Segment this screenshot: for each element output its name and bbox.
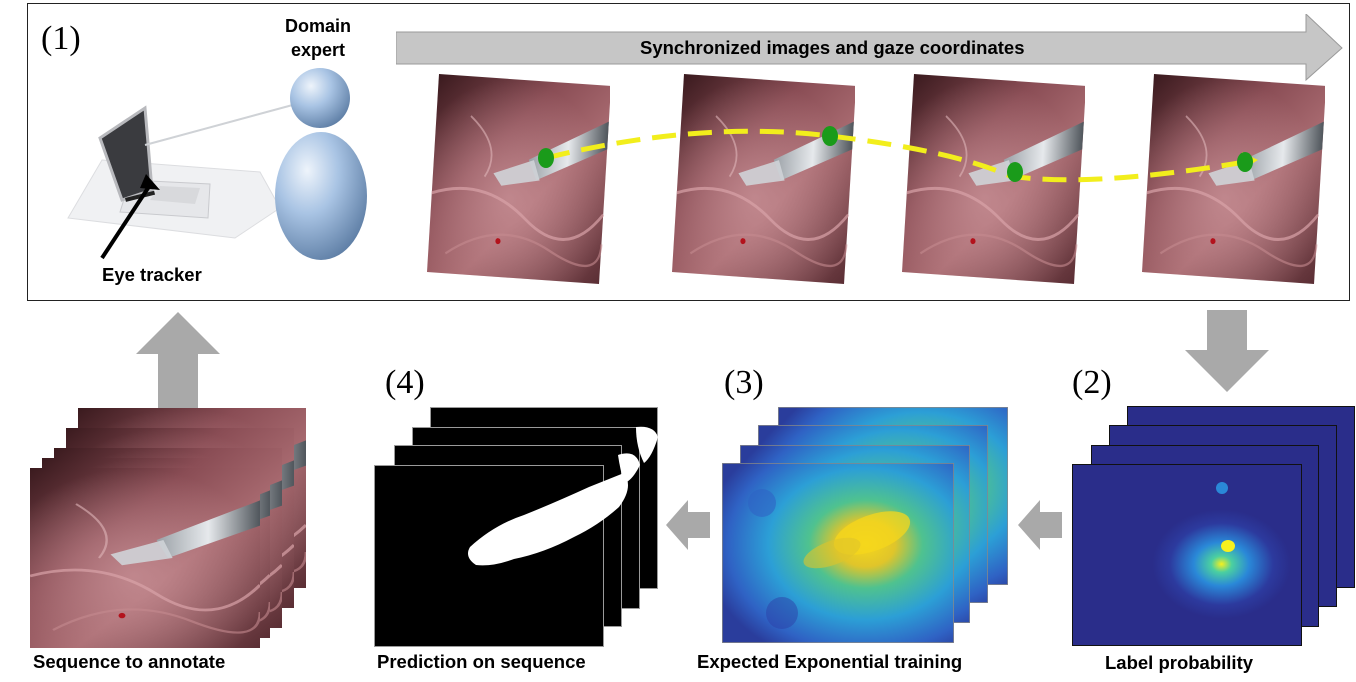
person-icon: [275, 68, 367, 260]
eye-tracker-label: Eye tracker: [102, 264, 202, 285]
step-2-label: (2): [1072, 364, 1112, 401]
step-3-label: (3): [724, 364, 764, 401]
gaze-ray: [144, 102, 301, 146]
step-4-label: (4): [385, 364, 425, 401]
domain-expert-line1: Domain: [284, 16, 351, 36]
label-probability-label: Label probability: [1105, 652, 1254, 673]
heatmap-stack: [720, 407, 1012, 649]
gaze-point-2: [822, 126, 838, 146]
left-arrow-icon-2: [1018, 500, 1062, 550]
gaze-path: [538, 126, 1258, 183]
prediction-stack: [374, 407, 664, 649]
eye-tracker-pointer-arrow: [100, 174, 160, 260]
expected-exponential-training-label: Expected Exponential training: [697, 651, 963, 672]
up-arrow-icon: [136, 312, 220, 408]
banner-text: Synchronized images and gaze coordinates: [640, 37, 1025, 58]
sequence-front-frame: [30, 468, 260, 648]
prediction-on-sequence-label: Prediction on sequence: [377, 651, 586, 672]
synchronized-banner-arrow: [396, 14, 1343, 82]
gaze-point-4: [1237, 152, 1253, 172]
gaze-point-1: [538, 148, 554, 168]
gaze-point-3: [1007, 162, 1023, 182]
domain-expert-line2: expert: [290, 40, 346, 60]
probability-front-frame: [1072, 464, 1302, 646]
sequence-stack: [30, 408, 306, 648]
laptop-icon: [67, 105, 281, 239]
sequence-to-annotate-label: Sequence to annotate: [33, 651, 226, 672]
domain-expert-label: Domain expert: [280, 14, 356, 62]
heatmap-front-frame: [722, 463, 954, 643]
probability-stack: [1072, 406, 1356, 650]
prediction-mask: [468, 426, 658, 566]
left-arrow-icon-1: [666, 500, 710, 550]
step-1-label: (1): [41, 20, 81, 57]
down-arrow-icon: [1185, 310, 1269, 392]
